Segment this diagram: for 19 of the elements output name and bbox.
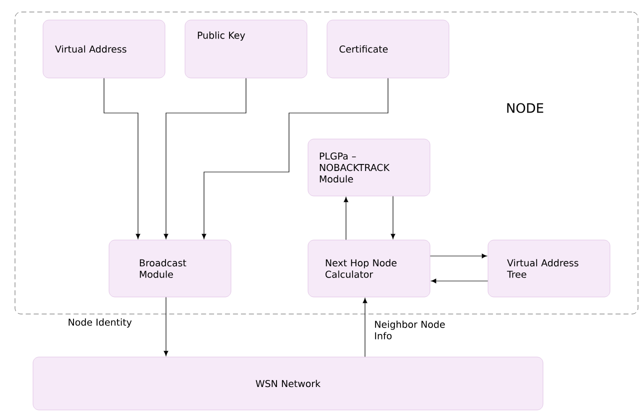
tree-box: Virtual Address Tree: [488, 240, 610, 298]
edge-label: Node Identity: [68, 318, 132, 328]
arrow: [362, 298, 368, 358]
arrow: [390, 196, 396, 239]
edge-label: Neighbor Node Info: [375, 320, 445, 340]
arrow: [430, 254, 487, 258]
input-box: Public Key: [184, 20, 308, 78]
arrow: [104, 78, 140, 239]
arrow: [344, 197, 348, 240]
network-box: WSN Network: [32, 356, 544, 410]
arrow: [164, 78, 246, 239]
input-box: Virtual Address: [42, 20, 166, 78]
input-box: Certificate: [326, 20, 450, 78]
module-box: Next Hop Node Calculator: [308, 240, 430, 298]
arrow: [431, 278, 488, 284]
arrow: [164, 296, 168, 356]
arrow: [202, 78, 388, 239]
module-box: PLGPa – NOBACKTRACK Module: [308, 138, 430, 196]
module-box: Broadcast Module: [108, 240, 232, 298]
